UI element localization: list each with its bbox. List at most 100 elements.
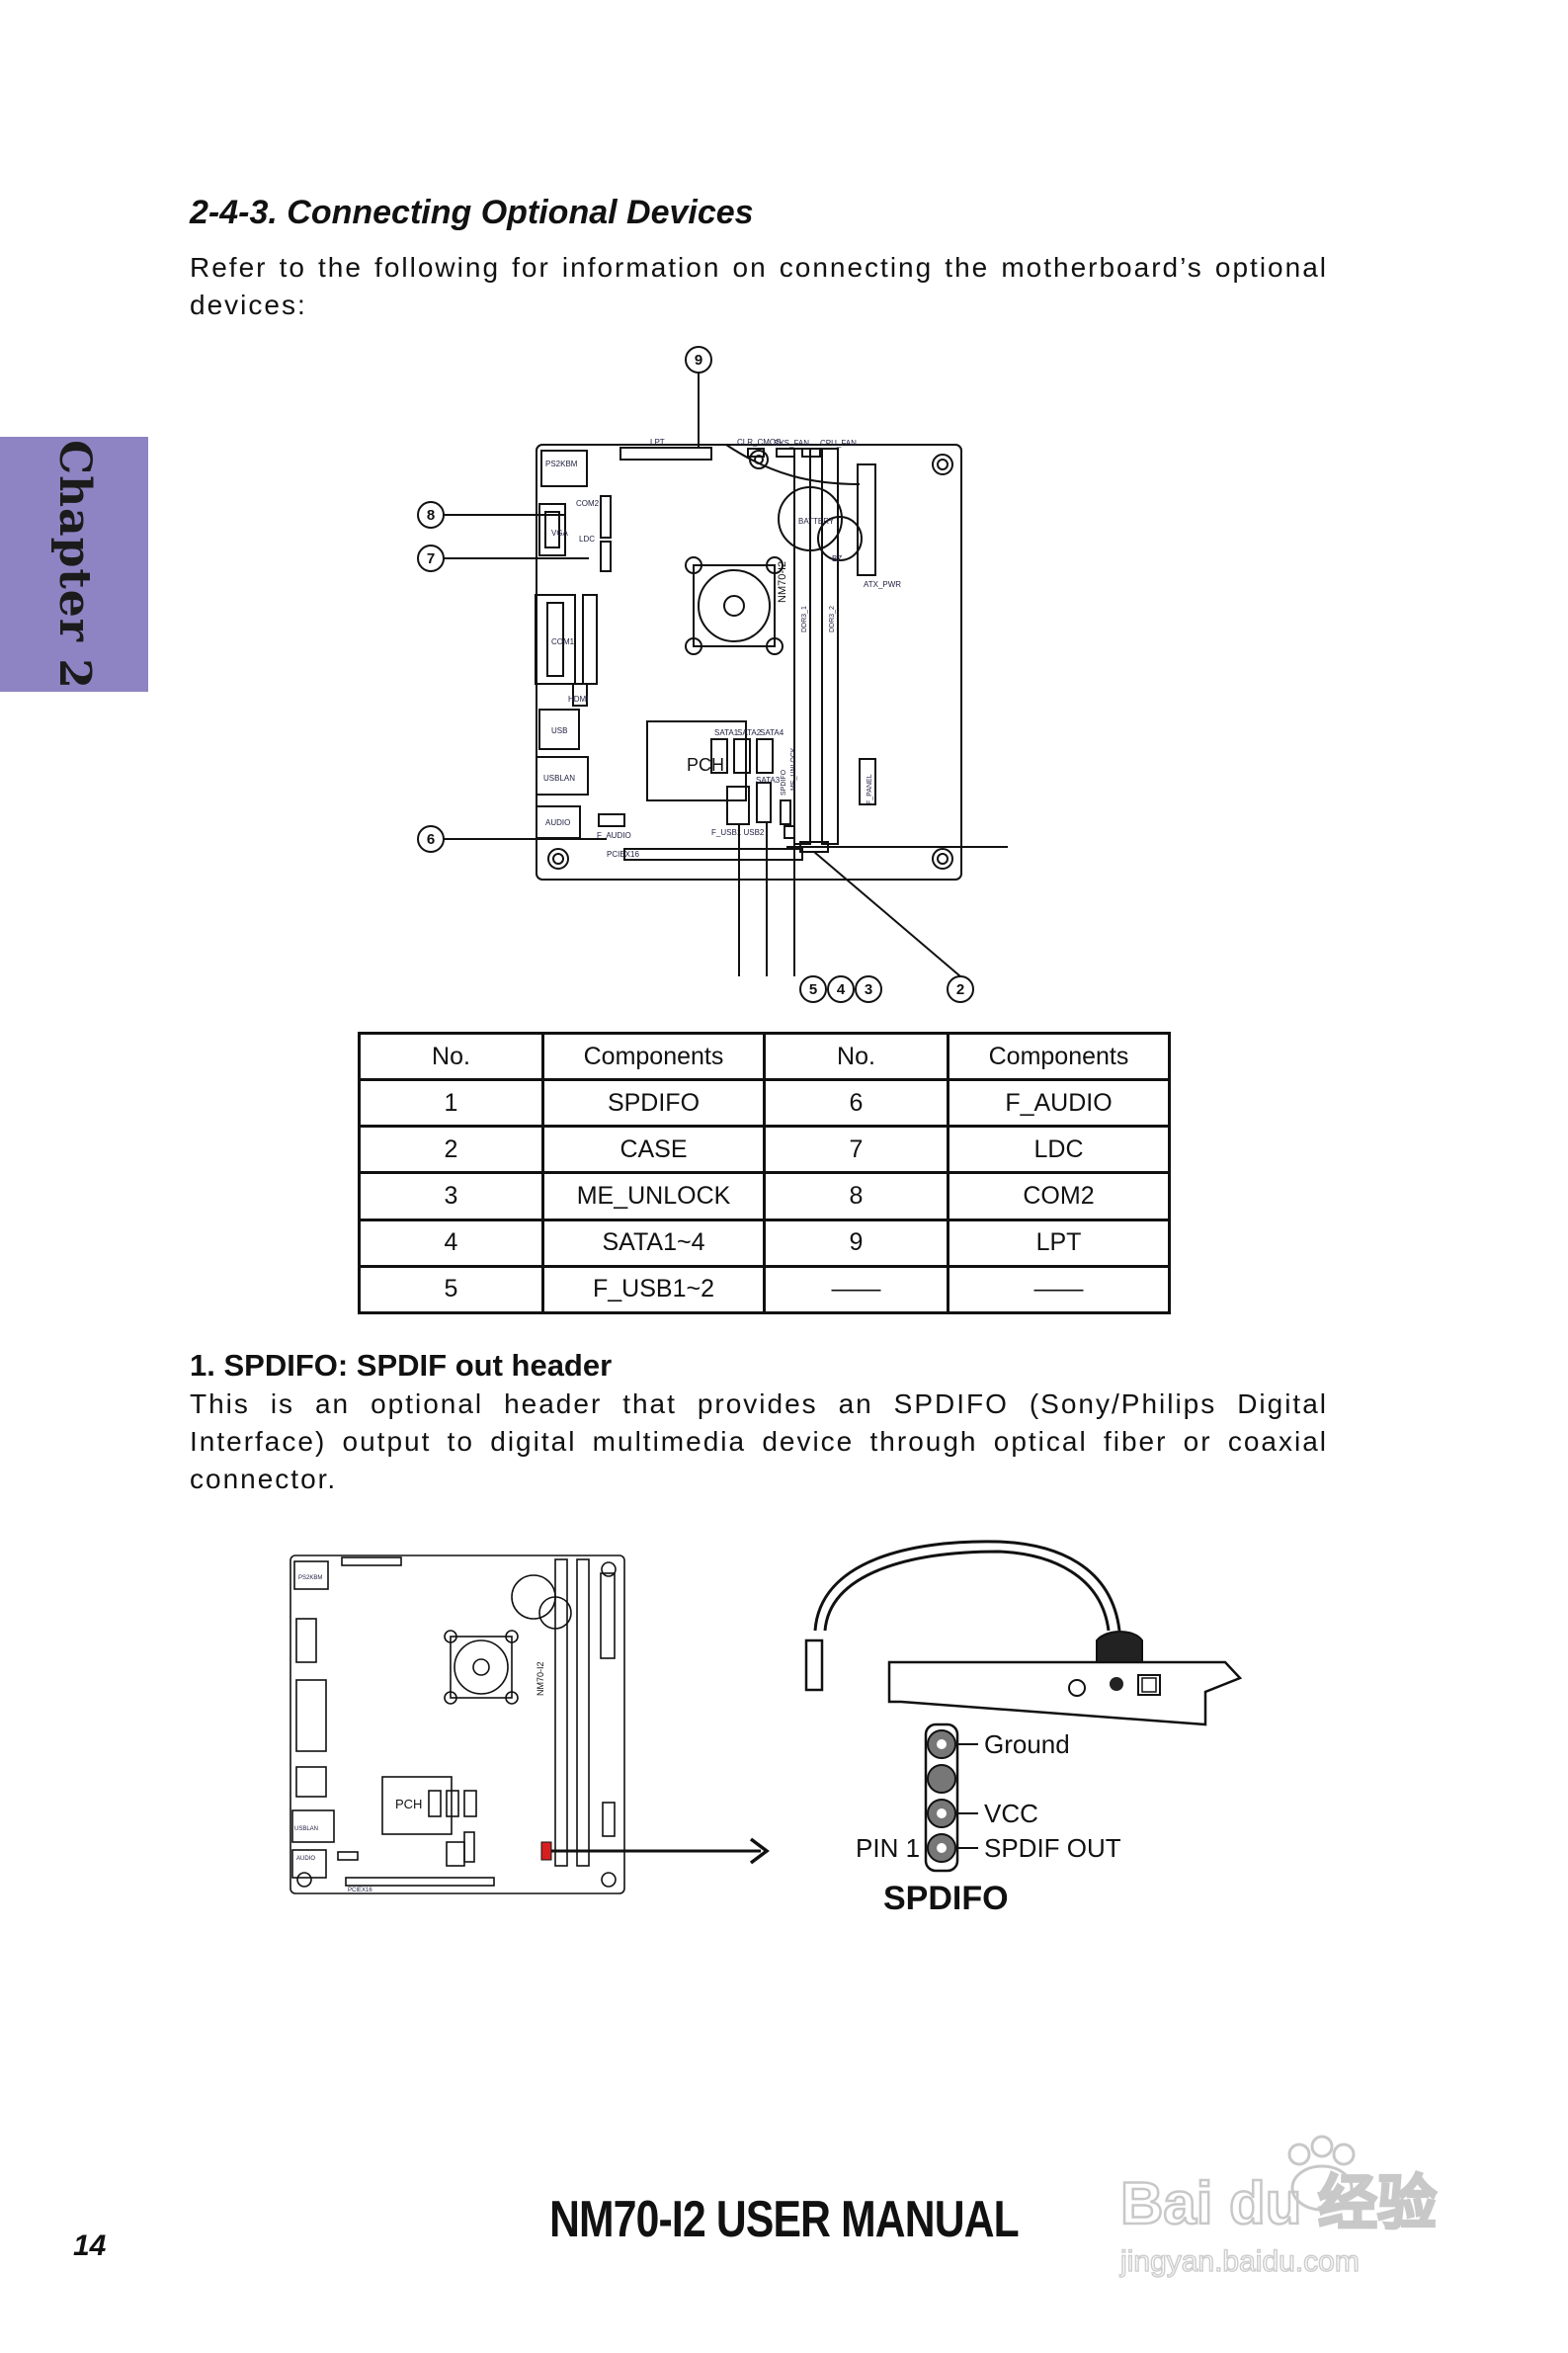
callout-5: 5: [799, 975, 827, 1003]
usblan-label: USBLAN: [543, 774, 575, 783]
callout-9: 9: [685, 346, 712, 374]
f-panel-label: F_PANEL: [867, 774, 873, 804]
thumb-ps2-label: PS2KBM: [298, 1575, 322, 1581]
vga-label: VGA: [551, 529, 569, 538]
clr-cmos-label: CLR_CMOS: [737, 438, 781, 447]
callout-4: 4: [827, 975, 855, 1003]
table-cell: COM2: [947, 1171, 1171, 1221]
table-cell: ME_UNLOCK: [541, 1171, 766, 1221]
callout-6: 6: [417, 825, 445, 853]
callout-3: 3: [855, 975, 882, 1003]
pin-ground-label: Ground: [984, 1729, 1070, 1759]
ps2-label: PS2KBM: [545, 460, 578, 468]
header-cell: No.: [763, 1031, 949, 1082]
f-usb-label: F_USB1 USB2: [711, 828, 765, 837]
spdifo-highlight: [540, 1841, 552, 1861]
thumb-pciex16-label: PCIEX16: [348, 1888, 372, 1893]
thumb-pch-label: PCH: [395, 1797, 422, 1811]
callout-8: 8: [417, 501, 445, 529]
table-cell: 3: [358, 1171, 544, 1221]
sata1-label: SATA1: [714, 728, 739, 737]
svg-text:8: 8: [427, 507, 435, 524]
motherboard-layout-diagram: PS2KBM LPT CLR_CMOS SYS_FAN CPU_FAN COM2…: [417, 346, 1008, 1003]
atx-pwr-label: ATX_PWR: [864, 580, 901, 589]
table-cell: LPT: [947, 1218, 1171, 1268]
table-cell: 4: [358, 1218, 544, 1268]
chapter-tab-label: Chapter 2: [48, 439, 100, 690]
header-cell: No.: [358, 1031, 544, 1082]
table-cell: 9: [763, 1218, 949, 1268]
table-cell: 8: [763, 1171, 949, 1221]
table-row: 3 ME_UNLOCK 8 COM2: [358, 1171, 1171, 1221]
header-cell: Components: [947, 1031, 1171, 1082]
svg-text:4: 4: [837, 981, 846, 998]
baidu-watermark: Bai du 经验 jingyan.baidu.com: [1118, 2135, 1438, 2279]
svg-text:2: 2: [956, 981, 964, 998]
svg-text:3: 3: [865, 981, 872, 998]
audio-label: AUDIO: [545, 818, 570, 827]
table-header-row: No. Components No. Components: [358, 1031, 1171, 1082]
components-table: No. Components No. Components 1 SPDIFO 6…: [358, 1031, 1171, 1315]
ddr3-2-label: DDR3_2: [829, 606, 836, 632]
sys-fan-label: SYS_FAN: [774, 439, 809, 448]
table-row: 1 SPDIFO 6 F_AUDIO: [358, 1078, 1171, 1129]
watermark-brand: Bai du 经验: [1120, 2170, 1437, 2236]
sata3-label: SATA3: [756, 776, 781, 785]
table-cell: 5: [358, 1264, 544, 1315]
lpt-label: LPT: [650, 438, 665, 447]
thumb-audio-label: AUDIO: [296, 1856, 315, 1862]
table-cell: F_AUDIO: [947, 1078, 1171, 1129]
table-row: 5 F_USB1~2 —— ——: [358, 1264, 1171, 1315]
table-cell: 7: [763, 1125, 949, 1175]
com2-label: COM2: [576, 499, 600, 508]
com1-label: COM1: [551, 637, 575, 646]
section-title: 2-4-3. Connecting Optional Devices: [190, 194, 754, 231]
ldc-label: LDC: [579, 535, 595, 544]
table-cell: SPDIFO: [541, 1078, 766, 1129]
battery-label: BATTERY: [798, 517, 835, 526]
table-row: 4 SATA1~4 9 LPT: [358, 1218, 1171, 1268]
pin-vcc-label: VCC: [984, 1799, 1038, 1828]
callout-2: 2: [947, 975, 974, 1003]
spdifo-board-label: SPDIFO: [781, 769, 787, 796]
table-cell: SATA1~4: [541, 1218, 766, 1268]
pciex16-label: PCIEX16: [607, 850, 639, 859]
footer-title: NM70-I2 USER MANUAL: [549, 2191, 1020, 2248]
spdifo-paragraph: This is an optional header that provides…: [190, 1388, 1328, 1494]
svg-text:7: 7: [427, 550, 435, 567]
pch-label: PCH: [687, 755, 724, 775]
svg-text:5: 5: [809, 981, 817, 998]
page-number: 14: [73, 2229, 107, 2262]
pin1-label: PIN 1: [856, 1833, 920, 1863]
table-row: 2 CASE 7 LDC: [358, 1125, 1171, 1175]
thumb-usblan-label: USBLAN: [294, 1826, 318, 1832]
table-cell: ——: [947, 1264, 1171, 1315]
header-cell: Components: [541, 1031, 766, 1082]
thumb-model-label: NM70-I2: [536, 1661, 545, 1696]
spdifo-heading: 1. SPDIFO: SPDIF out header: [190, 1348, 613, 1383]
svg-text:6: 6: [427, 831, 435, 848]
table-cell: ——: [763, 1264, 949, 1315]
pin-spdif-out-label: SPDIF OUT: [984, 1833, 1121, 1863]
usb-label: USB: [551, 726, 567, 735]
table-cell: LDC: [947, 1125, 1171, 1175]
intro-paragraph: Refer to the following for information o…: [190, 252, 1328, 320]
table-cell: 1: [358, 1078, 544, 1129]
hdmi-label: HDMI: [568, 695, 588, 704]
f-audio-label: F_AUDIO: [597, 831, 631, 840]
svg-text:9: 9: [695, 352, 702, 369]
callout-7: 7: [417, 545, 445, 572]
spdifo-caption: SPDIFO: [883, 1880, 1009, 1917]
sata4-label: SATA4: [760, 728, 784, 737]
board-model-label: NM70-I2: [777, 561, 788, 603]
arrow-icon: [749, 1837, 770, 1865]
spdifo-location-diagram: PCH PS2KBM AUDIO USBLAN PCIEX16 NM70-I2: [289, 1555, 770, 1894]
sata2-label: SATA2: [737, 728, 762, 737]
table-cell: F_USB1~2: [541, 1264, 766, 1315]
table-cell: 2: [358, 1125, 544, 1175]
watermark-url: jingyan.baidu.com: [1119, 2245, 1360, 2278]
spdifo-bracket-pinout-diagram: Ground VCC SPDIF OUT PIN 1 SPDIFO: [804, 1540, 1243, 1917]
bz-label: BZ: [832, 554, 842, 563]
chapter-tab: Chapter 2: [0, 437, 148, 692]
ddr3-1-label: DDR3_1: [801, 606, 808, 632]
